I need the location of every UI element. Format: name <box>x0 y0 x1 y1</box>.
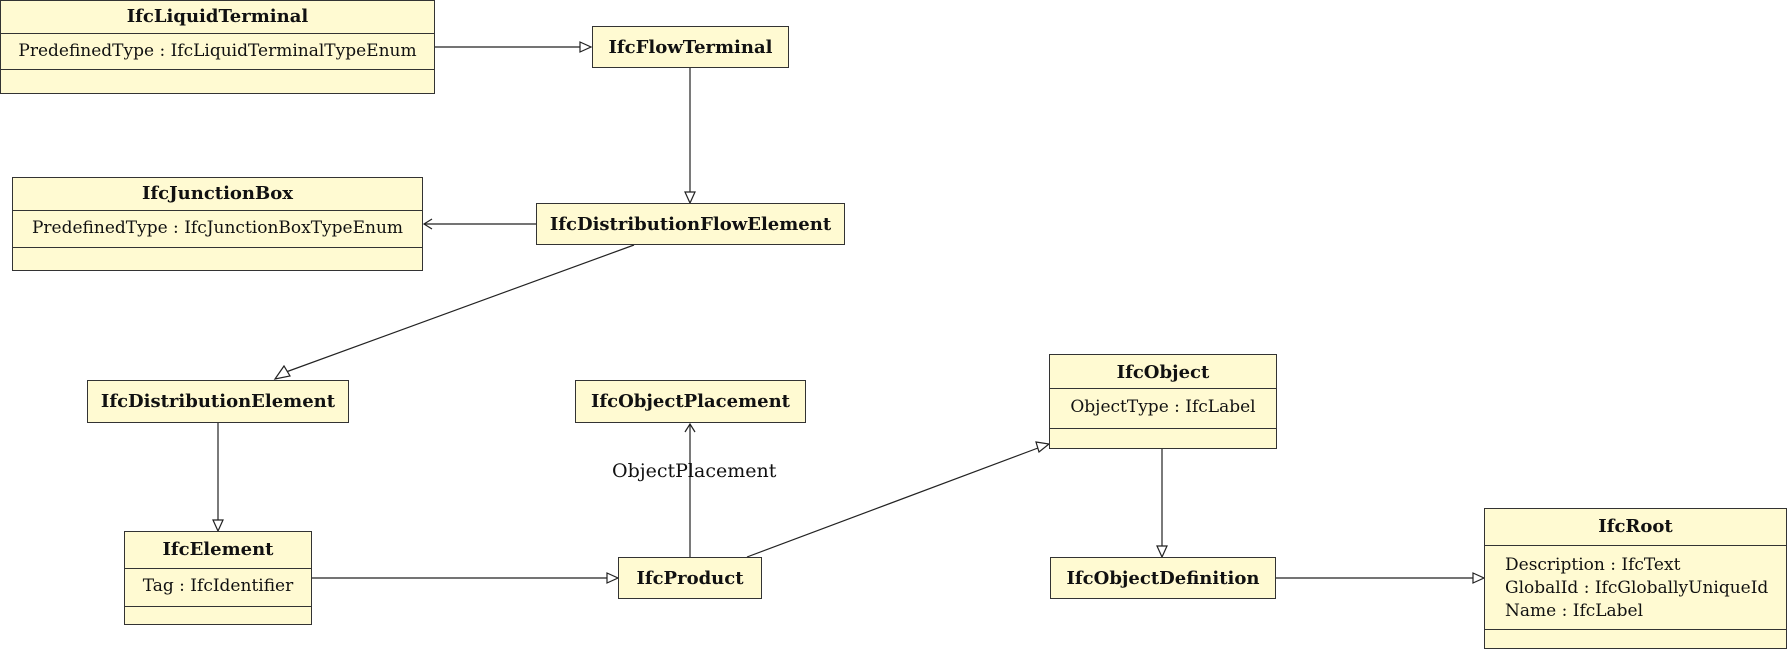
association-arrowhead <box>422 218 433 230</box>
generalization-arrowhead <box>606 572 620 584</box>
class-ifcjunctionbox: IfcJunctionBox PredefinedType : IfcJunct… <box>12 177 423 271</box>
class-attributes: Description : IfcText GlobalId : IfcGlob… <box>1485 545 1786 629</box>
generalization-arrowhead <box>579 41 593 53</box>
class-ifcdistributionflowelement: IfcDistributionFlowElement <box>536 203 845 245</box>
class-operations <box>125 606 311 625</box>
class-name: IfcRoot <box>1598 516 1673 537</box>
class-ifcobjectplacement: IfcObjectPlacement <box>575 380 806 423</box>
class-name: IfcDistributionElement <box>100 391 336 412</box>
class-attributes: Tag : IfcIdentifier <box>125 568 311 606</box>
generalization-arrowhead <box>684 191 696 205</box>
class-name: IfcJunctionBox <box>142 183 293 204</box>
generalization-arrowhead <box>212 519 224 533</box>
class-attribute: ObjectType : IfcLabel <box>1070 397 1256 417</box>
class-ifcobjectdefinition: IfcObjectDefinition <box>1050 557 1276 599</box>
class-attributes: ObjectType : IfcLabel <box>1050 388 1276 428</box>
class-attribute: Tag : IfcIdentifier <box>142 576 294 596</box>
class-ifcdistributionelement: IfcDistributionElement <box>87 380 349 423</box>
class-ifcproduct: IfcProduct <box>618 557 762 599</box>
generalization-arrowhead <box>1156 545 1168 559</box>
generalization-arrowhead <box>1035 441 1051 454</box>
class-operations <box>13 247 422 271</box>
class-operations <box>1050 428 1276 449</box>
class-name: IfcProduct <box>636 568 744 589</box>
class-attribute: GlobalId : IfcGloballyUniqueId <box>1505 578 1769 598</box>
class-attribute: PredefinedType : IfcLiquidTerminalTypeEn… <box>18 41 417 61</box>
generalization-arrowhead <box>273 364 291 380</box>
class-operations <box>1485 629 1786 649</box>
class-name: IfcElement <box>162 539 274 560</box>
class-name: IfcObjectPlacement <box>591 391 790 412</box>
class-attribute: Name : IfcLabel <box>1505 601 1644 621</box>
class-ifcflowterminal: IfcFlowTerminal <box>592 26 789 68</box>
class-attribute: PredefinedType : IfcJunctionBoxTypeEnum <box>31 218 404 238</box>
class-ifcobject: IfcObject ObjectType : IfcLabel <box>1049 354 1277 449</box>
class-name: IfcObject <box>1116 362 1210 383</box>
class-name: IfcDistributionFlowElement <box>549 214 832 235</box>
edge-product-to-object <box>746 447 1039 558</box>
class-name: IfcLiquidTerminal <box>126 6 309 27</box>
association-arrowhead <box>684 422 696 433</box>
class-ifcliquidterminal: IfcLiquidTerminal PredefinedType : IfcLi… <box>0 0 435 94</box>
class-attribute: Description : IfcText <box>1505 555 1681 575</box>
class-attributes: PredefinedType : IfcLiquidTerminalTypeEn… <box>1 33 434 69</box>
class-name: IfcFlowTerminal <box>608 37 773 58</box>
class-operations <box>1 69 434 94</box>
class-attributes: PredefinedType : IfcJunctionBoxTypeEnum <box>13 210 422 247</box>
generalization-arrowhead <box>1472 572 1486 584</box>
class-ifcroot: IfcRoot Description : IfcText GlobalId :… <box>1484 508 1787 649</box>
class-name: IfcObjectDefinition <box>1066 568 1260 589</box>
edge-label-objectplacement: ObjectPlacement <box>612 460 777 482</box>
edge-distributionflowelement-to-distributionelement <box>285 244 635 373</box>
class-ifcelement: IfcElement Tag : IfcIdentifier <box>124 531 312 625</box>
